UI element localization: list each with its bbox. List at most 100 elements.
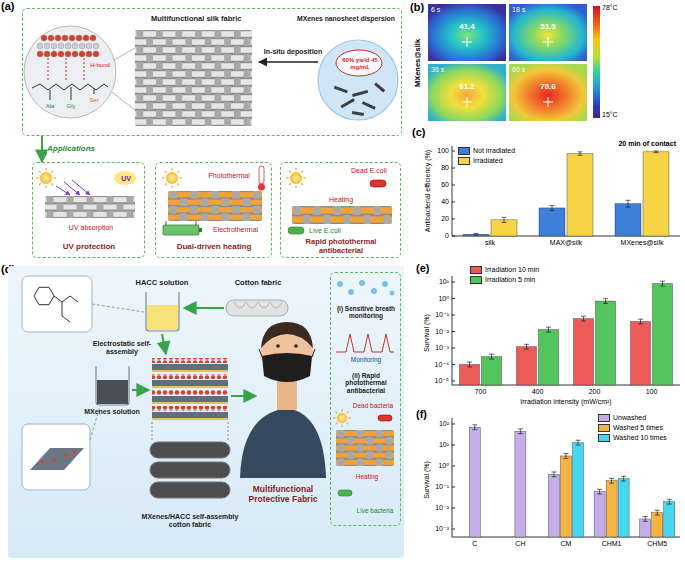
text-anchor: In-situ deposition bbox=[264, 48, 322, 56]
fabric-weave-part bbox=[244, 102, 251, 110]
bar-chart-part bbox=[640, 319, 641, 324]
box-text: Dead E.coli bbox=[351, 167, 387, 175]
fabric-weave-part bbox=[170, 191, 177, 199]
bar-chart-part bbox=[489, 354, 494, 355]
fabric-weave-part bbox=[136, 94, 143, 102]
bar-chart-part bbox=[621, 476, 626, 477]
molecule-inset bbox=[24, 26, 135, 118]
bar-chart-part bbox=[502, 222, 507, 223]
category-label: silk bbox=[485, 239, 495, 247]
breath-monitor-part bbox=[371, 288, 377, 294]
axis-title: Survival (%) bbox=[423, 314, 431, 352]
fabric-weave-part bbox=[304, 215, 311, 224]
layer-stack-part bbox=[152, 402, 228, 404]
sun-icon-part bbox=[51, 183, 53, 185]
heater-icons-part bbox=[163, 225, 199, 235]
category-label: 400 bbox=[532, 388, 544, 396]
bar-chart-part bbox=[552, 205, 553, 210]
label-anchor: silk bbox=[485, 239, 495, 247]
fabric-weave-part bbox=[357, 459, 364, 466]
category-label: C bbox=[472, 540, 477, 548]
bar-chart-part bbox=[580, 152, 581, 155]
label-anchor: 100 bbox=[646, 388, 658, 396]
axis-title: Antibacterial efficiency (%) bbox=[424, 150, 432, 232]
fabric-weave-part bbox=[366, 452, 373, 459]
label-anchor: 10⁻³ bbox=[435, 344, 449, 352]
heater-icons bbox=[163, 166, 265, 235]
fabric-weave-part bbox=[234, 78, 241, 86]
bar-chart-part bbox=[597, 489, 602, 490]
bar-chart-part bbox=[657, 510, 658, 515]
fabric-weave-part bbox=[146, 70, 153, 78]
mxene-sheet-part bbox=[64, 454, 68, 458]
molecule-inset-part-part bbox=[72, 51, 78, 57]
sun-icon-part bbox=[295, 168, 296, 171]
thermal-image bbox=[428, 4, 600, 121]
bar-chart-part bbox=[452, 445, 455, 446]
deposition-arrow-part bbox=[259, 61, 318, 63]
label-anchor: 10⁰ bbox=[438, 462, 449, 470]
fabric-weave-part bbox=[354, 206, 361, 215]
fabric-weave-part bbox=[146, 102, 153, 110]
layer-stack-part bbox=[152, 406, 228, 411]
fabric-weave-part bbox=[224, 70, 231, 78]
bar-chart-part bbox=[452, 151, 455, 152]
fabric-weave-part bbox=[47, 211, 54, 218]
fabric-weave-part bbox=[185, 70, 192, 78]
bacteria-icons-part bbox=[288, 227, 304, 234]
fabric-weave-part bbox=[336, 445, 394, 450]
label-anchor: 36 s bbox=[431, 66, 444, 74]
bar-chart-part bbox=[452, 466, 455, 467]
hacc-structure-part bbox=[22, 276, 92, 332]
fabric-weave bbox=[336, 430, 394, 466]
bar-chart-part bbox=[599, 489, 600, 494]
axis-tick-label: 10⁻⁵ bbox=[435, 377, 449, 385]
label-anchor: 10² bbox=[439, 420, 449, 428]
residue-label: Gly bbox=[67, 103, 76, 110]
thermal-image-part bbox=[428, 4, 506, 61]
dispersion-flask-part bbox=[362, 101, 376, 110]
box-text: Electrothermal bbox=[213, 226, 258, 234]
box-text: 60% yield 45 mg/mL bbox=[341, 57, 379, 70]
axis-tick-label: 10⁻³ bbox=[435, 344, 449, 352]
bar-chart-part bbox=[552, 471, 557, 472]
axis-tick-label: 10¹ bbox=[439, 278, 449, 286]
label-anchor: 15°C bbox=[602, 111, 618, 119]
label-anchor: 40 bbox=[441, 198, 449, 206]
sun-icon-part bbox=[171, 186, 172, 189]
fabric-weave-part bbox=[127, 211, 134, 218]
text-anchor: Electrothermal bbox=[213, 226, 258, 234]
fabric-weave-part bbox=[214, 30, 221, 38]
text-anchor: UV bbox=[121, 175, 131, 183]
fabric-weave-part bbox=[146, 86, 153, 94]
label-anchor: 18 s bbox=[512, 6, 525, 14]
bar-chart-part bbox=[662, 281, 663, 286]
application-box: (i) Sensitive breath monitoringMonitorin… bbox=[330, 272, 401, 526]
molecule-inset-part-part bbox=[44, 51, 50, 57]
bar-chart-part bbox=[472, 429, 477, 430]
beaker-part bbox=[96, 366, 129, 405]
label-anchor: 78°C bbox=[602, 4, 618, 12]
sun-icon-part bbox=[180, 177, 183, 178]
bar-chart-part bbox=[578, 151, 583, 152]
legend-text: Irradiated bbox=[473, 157, 503, 165]
fabric-weave-part bbox=[234, 62, 241, 70]
application-box: Dead E.coliHeatingLive E.coliRapid photo… bbox=[280, 162, 401, 258]
box-text: (ii) Rapid photothermal antibacterial bbox=[334, 372, 398, 394]
fabric-weave-part bbox=[344, 215, 351, 224]
sun-icon-part bbox=[45, 168, 46, 171]
text-anchor: Dual-driven heating bbox=[177, 242, 252, 251]
bar-chart-part bbox=[548, 327, 549, 332]
temperature-value: 61.2 bbox=[459, 82, 475, 91]
bar-chart-part bbox=[660, 281, 665, 282]
layer-stack-part bbox=[152, 358, 228, 363]
label-anchor: CH bbox=[515, 540, 525, 548]
breath-monitor-part bbox=[382, 281, 388, 287]
bar-chart-part bbox=[566, 454, 567, 459]
cotton-fiber-part bbox=[234, 302, 282, 308]
fabric-weave-part bbox=[87, 196, 94, 203]
thermal-image-part bbox=[462, 37, 553, 107]
fabric-weave-part bbox=[107, 196, 114, 203]
bar-chart-part bbox=[467, 366, 472, 367]
